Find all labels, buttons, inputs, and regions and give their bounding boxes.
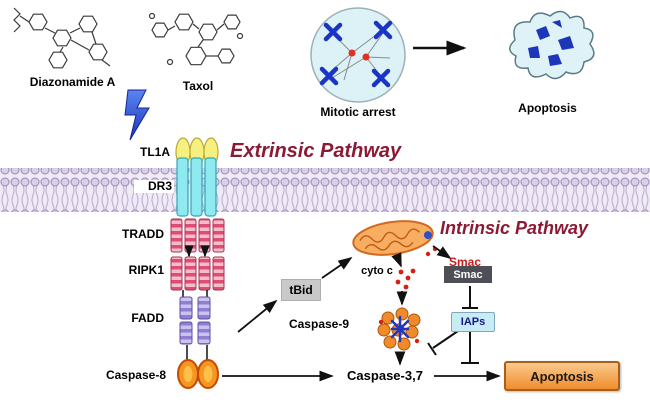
tl1a-label: TL1A — [140, 145, 170, 159]
tradd-subunits — [170, 218, 225, 253]
tbar-iaps-to-caspase9 — [427, 330, 459, 356]
nuclear-fragments — [528, 20, 574, 66]
extrinsic-pathway-title: Extrinsic Pathway — [230, 140, 402, 162]
caspase9-label: Caspase-9 — [288, 317, 350, 331]
tradd-label: TRADD — [122, 227, 164, 241]
cytoc-label: cyto c — [361, 265, 393, 277]
centrosome-dot — [348, 49, 356, 57]
tbar-iaps-to-caspase37 — [461, 331, 479, 364]
chromosome-icons — [319, 20, 393, 88]
mitotic-arrest-cell — [310, 7, 406, 103]
fadd-label: FADD — [131, 311, 164, 325]
lightning-bolt-icon — [124, 89, 150, 141]
mitochondria — [352, 220, 434, 256]
apoptosis-top-label: Apoptosis — [518, 101, 577, 115]
diazonamide-label: Diazonamide A — [29, 75, 116, 89]
caspase37-label: Caspase-3,7 — [347, 368, 423, 383]
arrow-fadd-to-tbid — [237, 299, 278, 333]
diazonamide-structure — [13, 7, 111, 69]
dr3-label: DR3 — [134, 179, 174, 194]
centrosome-dot — [362, 53, 370, 61]
arrow-mito-to-smac — [432, 245, 452, 260]
tbid-box: tBid — [281, 279, 321, 301]
smac-red-label: Smac — [449, 255, 482, 269]
dr3-receptor — [176, 157, 217, 217]
smac-box: Smac — [444, 266, 492, 283]
taxol-label: Taxol — [182, 79, 214, 93]
caspase8-ovals — [177, 359, 219, 389]
apoptosis-box: Apoptosis — [504, 361, 620, 391]
cytoc-dots — [395, 268, 416, 290]
cytoc-dot — [425, 251, 431, 257]
caspase8-label: Caspase-8 — [105, 368, 166, 382]
mitotic-arrest-label: Mitotic arrest — [320, 105, 396, 119]
tbar-smac-to-iaps — [462, 286, 478, 309]
apoptosome-cluster — [377, 307, 421, 351]
iaps-box: IAPs — [451, 312, 495, 332]
ripk1-label: RIPK1 — [128, 263, 164, 277]
apoptotic-cell — [509, 10, 595, 80]
arrow-tbid-to-mitochondria — [321, 256, 353, 279]
arrow-mito-to-cytoc — [391, 252, 402, 268]
fadd-subunits — [179, 296, 211, 345]
taxol-structure — [148, 12, 244, 66]
intrinsic-pathway-title: Intrinsic Pathway — [440, 218, 589, 238]
cell-membrane — [0, 168, 650, 212]
ripk1-subunits — [170, 256, 225, 291]
